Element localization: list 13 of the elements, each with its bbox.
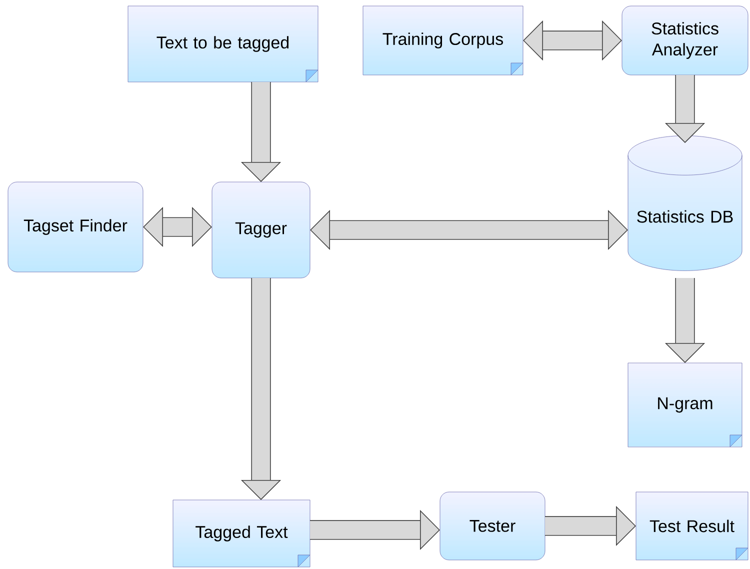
process-box: Tagger xyxy=(212,182,310,278)
process-box: Tagset Finder xyxy=(8,182,144,272)
process-box: Statistics Analyzer xyxy=(622,6,748,76)
document-box: N-gram xyxy=(628,362,742,448)
block-arrow xyxy=(523,20,622,61)
block-arrow xyxy=(143,206,212,248)
document-box: Tagged Text xyxy=(172,500,310,568)
document-box: Text to be tagged xyxy=(128,6,318,82)
block-arrow xyxy=(310,210,628,250)
document-box: Training Corpus xyxy=(362,6,524,76)
process-box: Tester xyxy=(440,492,546,560)
document-box: Test Result xyxy=(636,492,748,560)
database-cylinder: Statistics DB xyxy=(628,136,742,271)
